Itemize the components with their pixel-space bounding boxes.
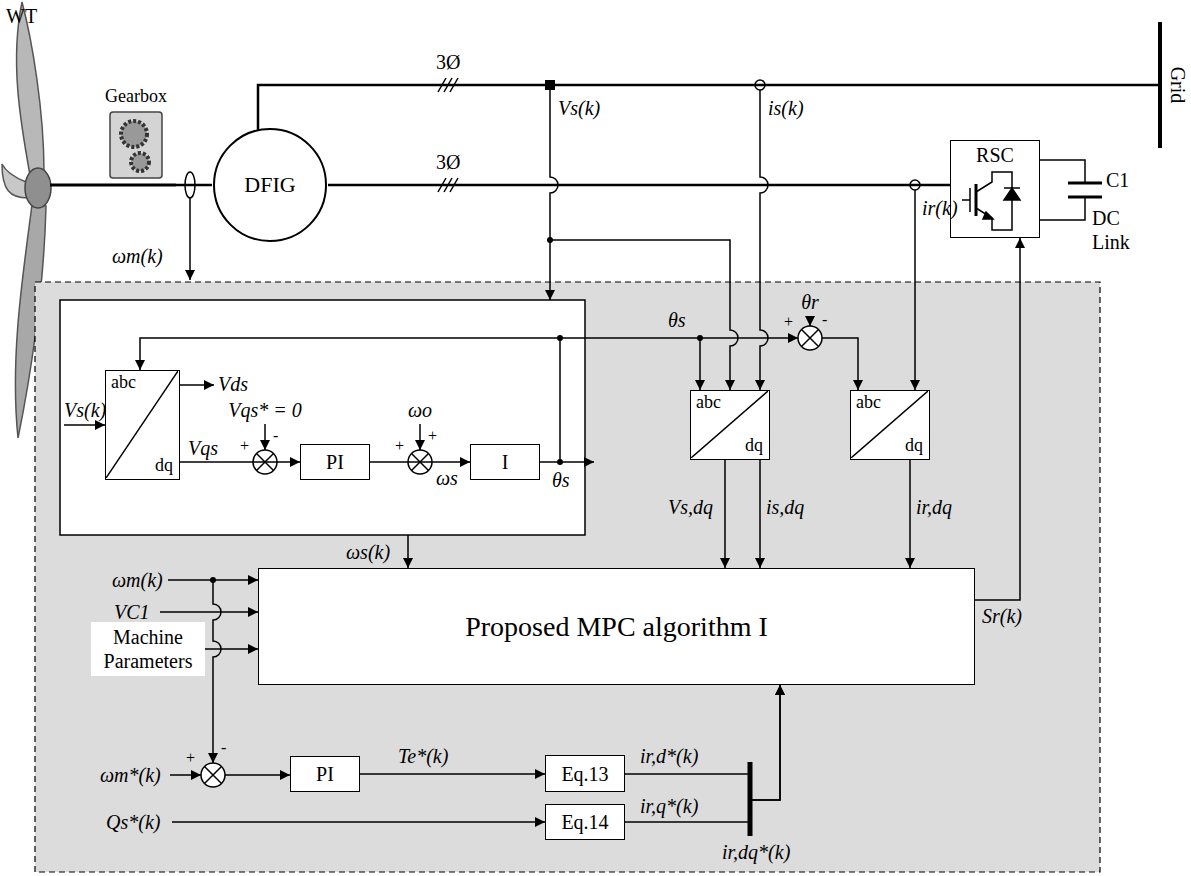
frame-name: dq: [745, 436, 763, 456]
grid-bus: Grid: [1158, 22, 1188, 148]
parameter-box: Machine Parameters: [91, 622, 205, 676]
signal-arrow: [625, 685, 780, 800]
signal-wires: [64, 90, 915, 822]
sign-label: +: [784, 312, 793, 331]
pi-block: PI: [290, 756, 360, 792]
signal-arrow: [370, 461, 470, 463]
signal-name: Qs*(k): [106, 810, 160, 834]
shaft: [50, 184, 176, 187]
phase-label: 3Ø: [436, 150, 460, 174]
frame-name: abc: [856, 393, 881, 413]
power-line: [176, 184, 212, 187]
pll-frame: [60, 300, 585, 535]
control-region-ground: [35, 282, 1100, 872]
part-name: DC Link: [1092, 206, 1152, 254]
equation-block: Eq.14: [545, 804, 625, 840]
power-line: [328, 184, 950, 187]
signal-name: θr: [801, 290, 819, 314]
signal-name: ωm(k): [112, 568, 163, 592]
three-phase-marks: [438, 78, 458, 192]
signal-arrow: [180, 461, 300, 463]
box-text: PI: [326, 450, 344, 474]
part-name: WT: [6, 4, 37, 28]
transform-block: abc dq: [850, 390, 930, 460]
junction-dots: [210, 237, 703, 583]
signal-name: Vs(k): [64, 398, 106, 422]
summing-junctions: [201, 326, 822, 787]
box-text: Eq.14: [561, 810, 608, 834]
signal-arrow: [360, 773, 545, 775]
signal-arrow: [759, 460, 761, 568]
signal-name: θs: [552, 468, 570, 492]
box-text: I: [502, 450, 509, 474]
rsc-symbol: [950, 140, 1040, 238]
signal-name: Vds: [218, 372, 248, 396]
transform-block: abc dq: [690, 390, 770, 460]
box-text: Gearbox: [105, 86, 167, 108]
frame-name: abc: [696, 393, 721, 413]
signal-name: ωs(k): [346, 540, 390, 564]
signal-name: ir,dq*(k): [722, 840, 790, 864]
signal-name: θs: [668, 308, 686, 332]
signal-name: ωo: [408, 398, 432, 422]
signal-name: Sr(k): [982, 604, 1022, 628]
box-text: DFIG: [244, 172, 295, 198]
phase-label: 3Ø: [436, 50, 460, 74]
signal-name: is,dq: [766, 495, 804, 519]
signal-name: ir,d*(k): [640, 744, 698, 768]
signal-name: Vs(k): [558, 96, 600, 120]
equation-block: Eq.13: [545, 755, 625, 792]
sign-label: +: [428, 426, 437, 445]
sign-label: -: [273, 426, 278, 445]
signal-name: Vqs: [188, 436, 218, 460]
box-text: RSC: [976, 143, 1014, 167]
signal-arrow: [625, 685, 780, 822]
signal-name: is(k): [768, 96, 804, 120]
generator-circle: DFIG: [212, 127, 328, 243]
gearbox: Gearbox: [96, 86, 176, 190]
box-text: Machine Parameters: [91, 625, 205, 673]
signal-name: ir,q*(k): [640, 794, 698, 818]
converter-box: RSC: [950, 140, 1040, 238]
sign-label: -: [822, 310, 827, 329]
signal-arrow: [407, 535, 409, 568]
signal-name: Vs,dq: [668, 495, 713, 519]
box-text: Eq.13: [561, 762, 608, 786]
sign-label: +: [395, 436, 404, 455]
gearbox-symbol: [110, 112, 162, 178]
sign-label: +: [240, 436, 249, 455]
frame-name: dq: [155, 456, 173, 476]
control-region: abcdqPIIabcdqabcdqProposed MPC algorithm…: [35, 282, 1100, 872]
frame-name: dq: [905, 436, 923, 456]
signal-name: ωm*(k): [100, 763, 161, 787]
signal-name: VC1: [114, 600, 150, 624]
sign-label: -: [221, 738, 226, 757]
signal-name: ωm(k): [112, 244, 163, 268]
signal-arrow: [205, 648, 258, 650]
part-name: C1: [1106, 168, 1129, 192]
transform-block: abc dq: [105, 370, 180, 480]
signal-name: ir,dq: [916, 495, 952, 519]
signal-arrow: [909, 460, 911, 568]
pll-block: abc dq PI I: [60, 300, 585, 535]
frame-name: abc: [111, 373, 136, 393]
signal-name: Vqs* = 0: [228, 398, 302, 422]
signal-name: ωs: [436, 466, 458, 490]
signal-arrow: [724, 460, 726, 568]
sign-label: +: [186, 748, 195, 767]
box-text: Proposed MPC algorithm I: [465, 610, 768, 644]
mpc-block: Proposed MPC algorithm I: [258, 568, 975, 685]
integrator-block: I: [470, 444, 540, 480]
box-text: Grid: [1166, 67, 1190, 104]
signal-name: ir(k): [922, 196, 958, 220]
pi-block: PI: [300, 444, 370, 480]
signal-arrow: [975, 238, 1020, 600]
signal-name: Te*(k): [398, 744, 448, 768]
box-text: PI: [316, 762, 334, 786]
measurement-points: [545, 80, 920, 190]
speed-sensor: [185, 172, 195, 280]
power-line: [258, 85, 1158, 127]
